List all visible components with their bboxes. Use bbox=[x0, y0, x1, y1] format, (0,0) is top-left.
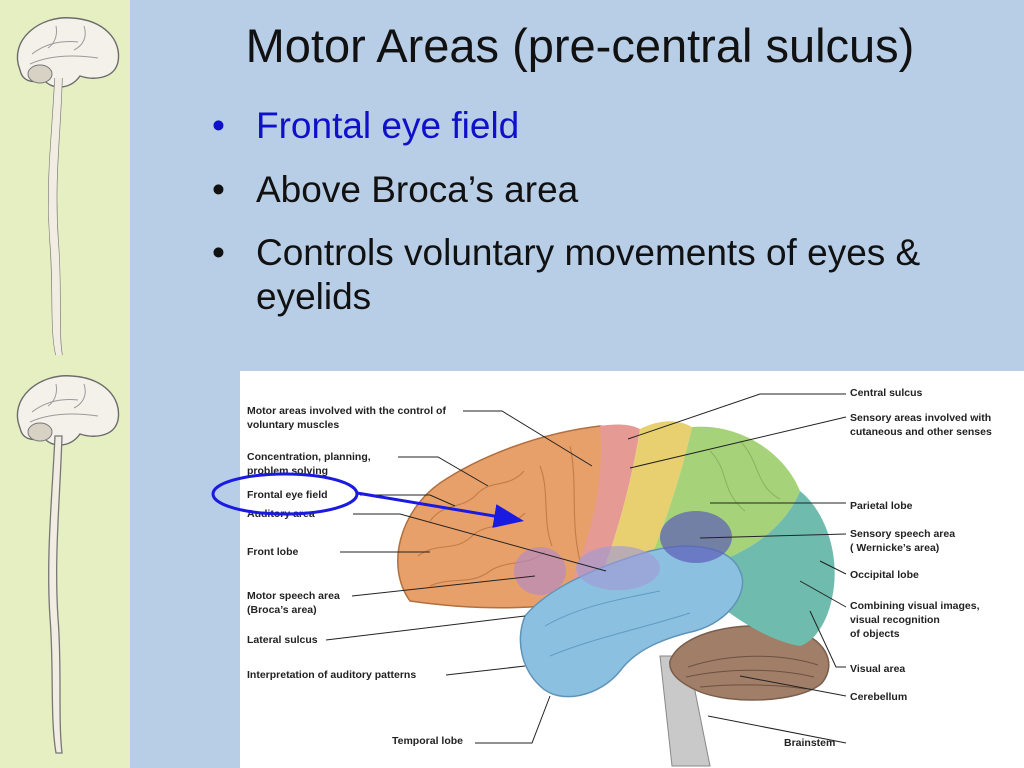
wernickes-area-region bbox=[660, 511, 732, 563]
bullet-item: • Controls voluntary movements of eyes &… bbox=[212, 231, 1002, 318]
bullet-dot-icon: • bbox=[212, 168, 225, 210]
label-temporal-lobe: Temporal lobe bbox=[392, 735, 463, 747]
bullet-list: • Frontal eye field • Above Broca’s area… bbox=[212, 104, 1002, 339]
label-brainstem: Brainstem bbox=[784, 737, 836, 749]
label-concentration: Concentration, planning,problem solving bbox=[247, 451, 371, 478]
label-motor-areas: Motor areas involved with the control of… bbox=[247, 405, 446, 432]
bullet-text: Frontal eye field bbox=[256, 105, 520, 146]
slide-title: Motor Areas (pre-central sulcus) bbox=[245, 19, 915, 72]
bullet-text: Above Broca’s area bbox=[256, 168, 579, 210]
decorative-sidebar bbox=[0, 0, 130, 768]
auditory-area-region bbox=[576, 546, 660, 590]
brocas-area-region bbox=[514, 547, 566, 595]
bullet-dot-icon: • bbox=[212, 232, 225, 274]
brain-spine-icon-top bbox=[16, 17, 120, 356]
label-cerebellum: Cerebellum bbox=[850, 691, 908, 703]
brain-diagram: Motor areas involved with the control of… bbox=[240, 371, 1024, 768]
bullet-item: • Frontal eye field bbox=[212, 104, 1002, 148]
cerebellum-shape bbox=[669, 625, 830, 701]
bullet-text: Controls voluntary movements of eyes & e… bbox=[256, 232, 921, 317]
brain-illustration bbox=[325, 393, 847, 767]
label-front-lobe: Front lobe bbox=[247, 546, 299, 558]
brain-spine-illustration bbox=[16, 17, 120, 754]
brain-spine-icon-bottom bbox=[16, 375, 120, 754]
label-combining-visual: Combining visual images,visual recogniti… bbox=[850, 600, 980, 641]
label-central-sulcus: Central sulcus bbox=[850, 387, 923, 399]
label-motor-speech-area: Motor speech area(Broca’s area) bbox=[247, 590, 340, 617]
label-auditory-area: Auditory area bbox=[247, 508, 315, 520]
label-sensory-speech-area: Sensory speech area( Wernicke’s area) bbox=[850, 528, 956, 555]
label-lateral-sulcus: Lateral sulcus bbox=[247, 634, 318, 646]
label-visual-area: Visual area bbox=[850, 663, 906, 675]
label-parietal-lobe: Parietal lobe bbox=[850, 500, 913, 512]
label-occipital-lobe: Occipital lobe bbox=[850, 569, 919, 581]
bullet-item: • Above Broca’s area bbox=[212, 168, 1002, 212]
label-auditory-patterns: Interpretation of auditory patterns bbox=[247, 669, 417, 681]
bullet-dot-icon: • bbox=[212, 105, 225, 146]
label-frontal-eye-field: Frontal eye field bbox=[247, 489, 328, 501]
occipital-lobe-shape bbox=[713, 491, 835, 646]
